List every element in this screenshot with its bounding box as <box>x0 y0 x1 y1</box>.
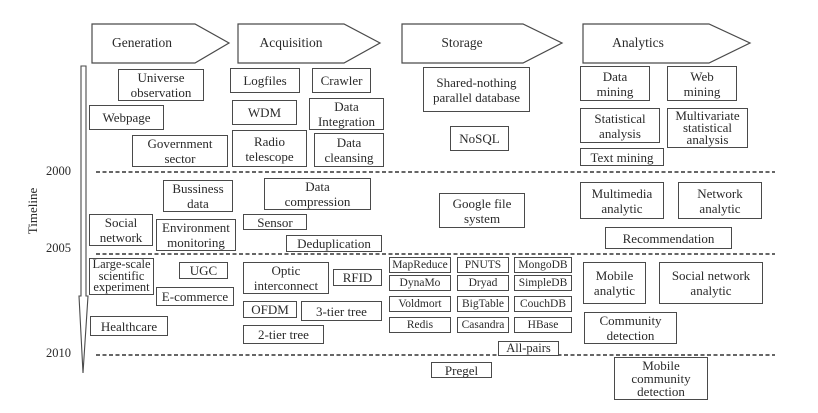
box-bussiness-data: Bussiness data <box>163 180 233 212</box>
box-pnuts: PNUTS <box>457 257 509 273</box>
box-google-file-system: Google file system <box>439 193 525 228</box>
box-pregel: Pregel <box>431 362 492 378</box>
box-simpledb: SimpleDB <box>514 275 572 291</box>
box-nosql: NoSQL <box>450 126 509 151</box>
box-casandra: Casandra <box>457 317 509 333</box>
box-mobile-community-detection: Mobile community detection <box>614 357 708 400</box>
box-environment-monitoring: Environment monitoring <box>156 219 236 251</box>
box-ugc: UGC <box>179 262 228 279</box>
box-government-sector: Government sector <box>132 135 228 167</box>
box-shared-nothing: Shared-nothing parallel database <box>423 67 530 112</box>
timeline-arrow <box>78 65 89 374</box>
box-recommendation: Recommendation <box>605 227 732 249</box>
stage-label-storage: Storage <box>441 35 483 50</box>
box-ecommerce: E-commerce <box>156 287 234 306</box>
box-large-scale-scientific-experiment: Large-scale scientific experiment <box>89 258 154 295</box>
box-network-analytic: Network analytic <box>678 182 762 219</box>
box-data-integration: Data Integration <box>309 98 384 130</box>
box-bigtable: BigTable <box>457 296 509 312</box>
box-sensor: Sensor <box>243 214 307 230</box>
stage-arrow-storage <box>401 23 564 64</box>
stage-label-generation: Generation <box>112 35 172 50</box>
box-mongodb: MongoDB <box>514 257 572 273</box>
box-webpage: Webpage <box>89 105 164 130</box>
box-data-compression: Data compression <box>264 178 371 210</box>
stage-arrow-acquisition <box>237 23 382 64</box>
stage-label-acquisition: Acquisition <box>259 35 323 50</box>
box-mobile-analytic: Mobile analytic <box>583 262 646 304</box>
box-ofdm: OFDM <box>243 301 297 318</box>
box-data-cleansing: Data cleansing <box>314 133 384 167</box>
box-text-mining: Text mining <box>580 148 664 166</box>
box-radio-telescope: Radio telescope <box>232 130 307 167</box>
box-rfid: RFID <box>333 269 382 286</box>
year-label-2000: 2000 <box>46 164 71 178</box>
year-label-2010: 2010 <box>46 346 71 360</box>
box-crawler: Crawler <box>312 68 371 93</box>
box-dynamo: DynaMo <box>389 275 451 291</box>
stage-arrow-generation <box>91 23 231 64</box>
box-multivariate-statistical-analysis: Multivariate statistical analysis <box>667 108 748 148</box>
box-logfiles: Logfiles <box>230 68 300 93</box>
box-web-mining: Web mining <box>667 66 737 101</box>
stage-arrow-analytics <box>582 23 752 64</box>
box-social-network: Social network <box>89 214 153 246</box>
box-optic-interconnect: Optic interconnect <box>243 262 329 294</box>
box-data-mining: Data mining <box>580 66 650 101</box>
stage-label-analytics: Analytics <box>612 35 664 50</box>
box-healthcare: Healthcare <box>90 316 168 336</box>
box-mapreduce: MapReduce <box>389 257 451 273</box>
box-dryad: Dryad <box>457 275 509 291</box>
box-deduplication: Deduplication <box>286 235 382 252</box>
box-wdm: WDM <box>232 100 297 125</box>
box-multimedia-analytic: Multimedia analytic <box>580 182 664 219</box>
box-statistical-analysis: Statistical analysis <box>580 108 660 143</box>
box-redis: Redis <box>389 317 451 333</box>
box-hbase: HBase <box>514 317 572 333</box>
box-3-tier-tree: 3-tier tree <box>301 301 382 321</box>
box-universe-observation: Universe observation <box>118 69 204 101</box>
box-2-tier-tree: 2-tier tree <box>243 325 324 344</box>
box-voldmort: Voldmort <box>389 296 451 312</box>
box-social-network-analytic: Social network analytic <box>659 262 763 304</box>
year-label-2005: 2005 <box>46 241 71 255</box>
box-community-detection: Community detection <box>584 312 677 344</box>
box-all-pairs: All-pairs <box>498 341 559 356</box>
box-couchdb: CouchDB <box>514 296 572 312</box>
timeline-title: Timeline <box>25 187 40 235</box>
